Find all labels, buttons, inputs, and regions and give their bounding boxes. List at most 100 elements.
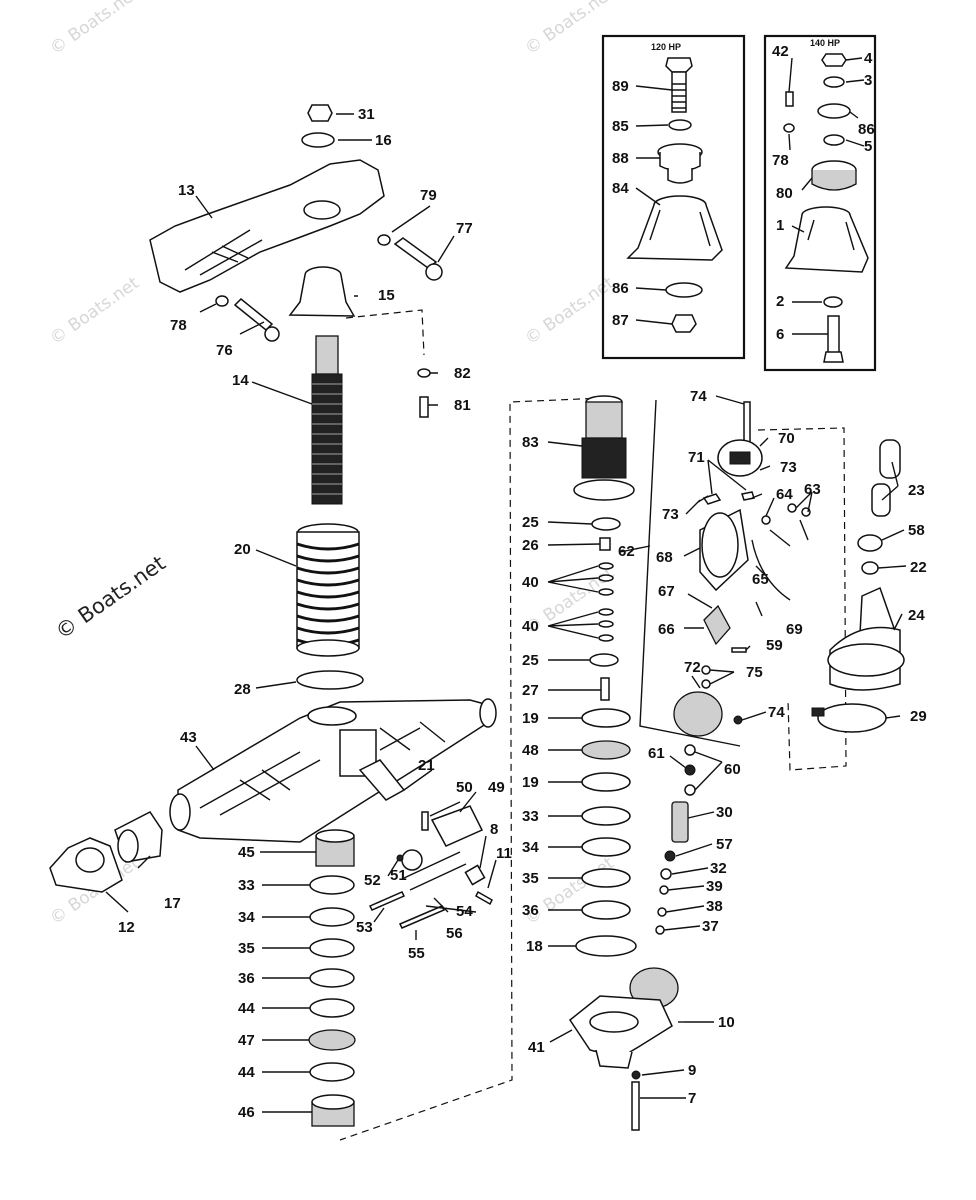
callout-87: 87 bbox=[612, 312, 629, 329]
part-17-end bbox=[117, 829, 139, 863]
inset-120hp-frame bbox=[601, 34, 746, 360]
housing-body bbox=[177, 699, 493, 843]
part-2 bbox=[823, 296, 843, 308]
callout-26: 26 bbox=[522, 537, 539, 554]
part-74a bbox=[743, 401, 751, 447]
callout-52: 52 bbox=[364, 872, 381, 889]
part-59 bbox=[731, 647, 747, 653]
part-44a bbox=[309, 998, 355, 1018]
callout-56: 56 bbox=[446, 925, 463, 942]
part-15-body bbox=[288, 274, 356, 317]
part-70-brushes bbox=[729, 451, 751, 465]
callout-72: 72 bbox=[684, 659, 701, 676]
callout-46: 46 bbox=[238, 1104, 255, 1121]
callout-15: 15 bbox=[378, 287, 395, 304]
part-82 bbox=[417, 368, 431, 378]
callout-11: 11 bbox=[496, 845, 512, 862]
callout-81: 81 bbox=[454, 397, 471, 414]
part-13-bracket bbox=[149, 159, 385, 293]
callout-25a: 25 bbox=[522, 514, 539, 531]
part-63a bbox=[787, 503, 797, 513]
callout-29: 29 bbox=[910, 708, 927, 725]
callout-66: 66 bbox=[658, 621, 675, 638]
callout-73b: 73 bbox=[662, 506, 679, 523]
left-stack bbox=[308, 829, 356, 1127]
center-stack bbox=[568, 395, 684, 1131]
spring-bottom bbox=[296, 639, 360, 657]
part-41-foot bbox=[595, 1049, 633, 1069]
part-33b bbox=[581, 806, 631, 826]
trim-sender-parts bbox=[368, 805, 493, 929]
housing-ribs bbox=[199, 721, 446, 816]
callouts: 31 16 13 79 77 15 78 76 82 81 14 20 28 4… bbox=[118, 43, 927, 1121]
part-6-head bbox=[823, 351, 844, 363]
callout-61: 61 bbox=[648, 745, 665, 762]
callout-48: 48 bbox=[522, 742, 539, 759]
part-66 bbox=[703, 604, 731, 646]
part-19b bbox=[581, 772, 631, 792]
callout-34b: 34 bbox=[522, 839, 539, 856]
leader-15-dash bbox=[345, 309, 425, 356]
callout-49: 49 bbox=[488, 779, 505, 796]
callout-60: 60 bbox=[724, 761, 741, 778]
callout-32: 32 bbox=[710, 860, 727, 877]
part-40-6 bbox=[598, 634, 614, 642]
callout-31: 31 bbox=[358, 106, 375, 123]
center-dash-frame bbox=[339, 397, 605, 1141]
part-84-body bbox=[626, 204, 723, 261]
callout-35a: 35 bbox=[238, 940, 255, 957]
part-14-top bbox=[315, 335, 339, 375]
part-81 bbox=[419, 396, 429, 418]
part-49 bbox=[430, 805, 484, 847]
part-48 bbox=[581, 740, 631, 760]
part-1-ribs bbox=[807, 219, 855, 251]
callout-57: 57 bbox=[716, 836, 733, 853]
callout-86b: 86 bbox=[858, 121, 875, 138]
callout-75: 75 bbox=[746, 664, 763, 681]
callout-40b: 40 bbox=[522, 618, 539, 635]
callout-88: 88 bbox=[612, 150, 629, 167]
callout-34a: 34 bbox=[238, 909, 255, 926]
part-35b bbox=[581, 868, 631, 888]
callout-8: 8 bbox=[490, 821, 498, 838]
callout-43: 43 bbox=[180, 729, 197, 746]
part-54-wire bbox=[403, 851, 467, 891]
part-6-shank bbox=[827, 315, 840, 357]
callout-7: 7 bbox=[688, 1090, 696, 1107]
callout-19a: 19 bbox=[522, 710, 539, 727]
callout-77: 77 bbox=[456, 220, 473, 237]
part-14-thread bbox=[311, 373, 343, 505]
callout-5: 5 bbox=[864, 138, 872, 155]
callout-63: 63 bbox=[804, 481, 821, 498]
part-23b bbox=[871, 483, 891, 517]
part-13-bore bbox=[303, 200, 341, 220]
part-89-threads bbox=[672, 83, 686, 109]
callout-30: 30 bbox=[716, 804, 733, 821]
part-75a bbox=[701, 665, 711, 675]
callout-17: 17 bbox=[164, 895, 181, 912]
part-74b bbox=[733, 715, 743, 725]
part-24-rim bbox=[827, 643, 905, 677]
part-9 bbox=[631, 1070, 641, 1080]
callout-37: 37 bbox=[702, 918, 719, 935]
part-77-bolt bbox=[393, 237, 438, 269]
part-34a bbox=[309, 907, 355, 927]
callout-33a: 33 bbox=[238, 877, 255, 894]
part-78a bbox=[215, 295, 229, 307]
part-76-bolt bbox=[233, 297, 274, 332]
part-87 bbox=[671, 314, 697, 333]
part-19a bbox=[581, 708, 631, 728]
callout-39: 39 bbox=[706, 878, 723, 895]
part-14-thread-lines bbox=[312, 383, 342, 495]
callout-23: 23 bbox=[908, 482, 925, 499]
part-34b bbox=[581, 837, 631, 857]
callout-59: 59 bbox=[766, 637, 783, 654]
part-39 bbox=[659, 885, 669, 895]
part-26 bbox=[599, 537, 611, 551]
callout-55: 55 bbox=[408, 945, 425, 962]
callout-44b: 44 bbox=[238, 1064, 255, 1081]
callout-47: 47 bbox=[238, 1032, 255, 1049]
part-63-65-69-wires bbox=[751, 519, 809, 601]
inset-120hp-label: 120 HP bbox=[651, 42, 681, 52]
callout-2: 2 bbox=[776, 293, 784, 310]
